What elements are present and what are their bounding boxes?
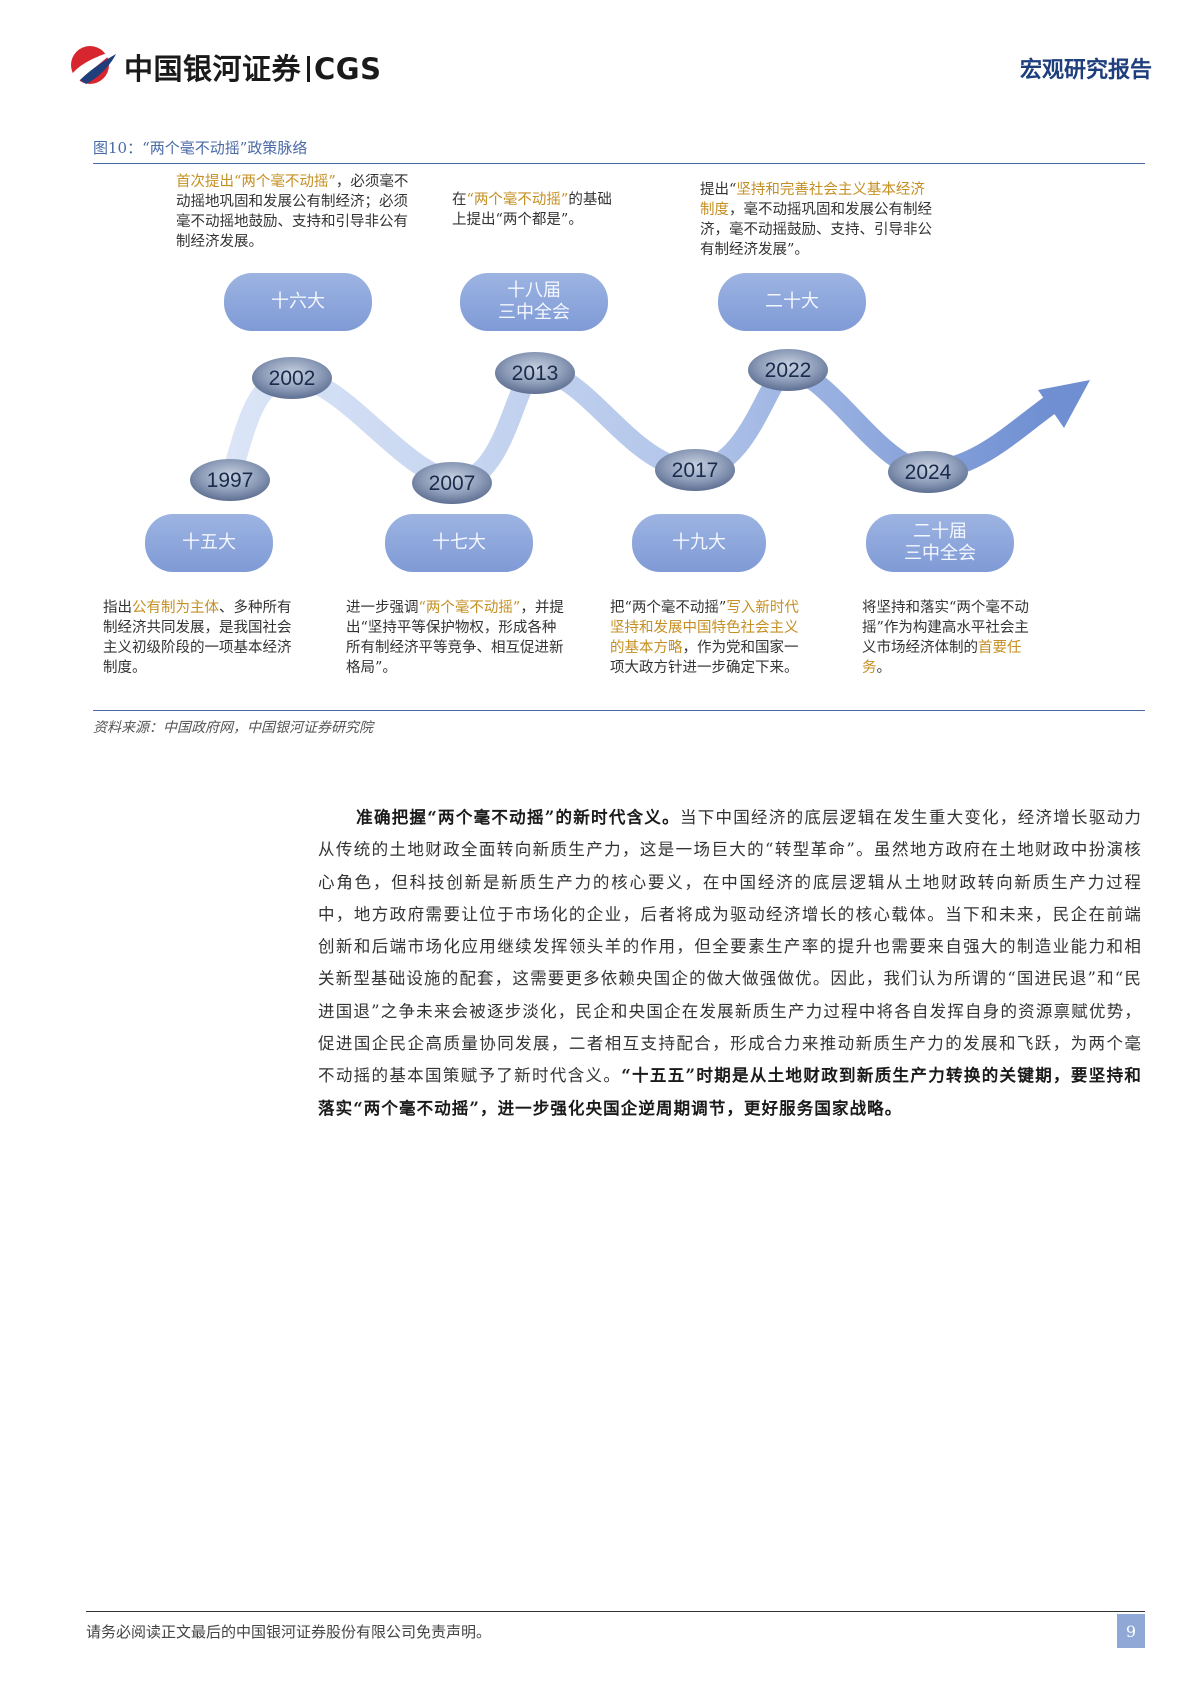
figure-bottom-rule: [93, 710, 1145, 711]
note-shiqida: 进一步强调“两个毫不动摇”，并提出“坚持平等保护物权，形成各种所有制经济平等竞争…: [346, 600, 564, 676]
note-shijiuda: 把“两个毫不动摇”写入新时代坚持和发展中国特色社会主义的基本方略，作为党和国家一…: [610, 600, 799, 676]
year-node-2022: 2022: [748, 349, 828, 391]
note-shibajie: 在“两个毫不动摇”的基础上提出“两个都是”。: [452, 192, 612, 228]
year-label-2007: 2007: [429, 472, 476, 495]
figure-source: 资料来源：中国政府网，中国银河证券研究院: [93, 720, 373, 736]
year-node-2007: 2007: [412, 462, 492, 504]
year-node-2002: 2002: [252, 357, 332, 399]
note-ershijie: 将坚持和落实“两个毫不动摇”作为构建高水平社会主义市场经济体制的首要任务。: [862, 600, 1029, 676]
year-label-2002: 2002: [269, 367, 316, 390]
year-node-2024: 2024: [888, 451, 968, 493]
note-shiwuda: 指出公有制为主体、多种所有制经济共同发展，是我国社会主义初级阶段的一项基本经济制…: [103, 600, 292, 676]
figure-title: 图10：“两个毫不动摇”政策脉络: [93, 139, 308, 157]
body-text: 当下中国经济的底层逻辑在发生重大变化，经济增长驱动力从传统的土地财政全面转向新质…: [318, 808, 1142, 1086]
logo-separator: [307, 56, 311, 82]
year-label-1997: 1997: [207, 469, 254, 492]
note-shiliuda: 首次提出“两个毫不动摇”，必须毫不动摇地巩固和发展公有制经济；必须毫不动摇地鼓励…: [176, 174, 409, 250]
body-paragraph: 准确把握“两个毫不动摇”的新时代含义。当下中国经济的底层逻辑在发生重大变化，经济…: [318, 802, 1142, 1125]
pill-ershida: 二十大: [718, 273, 866, 331]
body-lead: 准确把握“两个毫不动摇”的新时代含义。: [356, 808, 680, 827]
pill-shiwuda: 十五大: [145, 514, 273, 572]
trend-arrow-icon: [1038, 380, 1090, 428]
pill-shibajie-sanzhong: 十八届 三中全会: [460, 273, 608, 331]
footer-rule: [86, 1611, 1145, 1612]
year-node-2017: 2017: [655, 449, 735, 491]
year-label-2024: 2024: [905, 461, 952, 484]
report-type: 宏观研究报告: [1019, 57, 1152, 83]
company-name: 中国银河证券: [124, 52, 302, 86]
pill-ershijie-sanzhong: 二十届 三中全会: [866, 514, 1014, 572]
pill-shijiuda: 十九大: [632, 514, 766, 572]
year-node-2013: 2013: [495, 352, 575, 394]
pill-shiqida: 十七大: [385, 514, 533, 572]
year-label-2017: 2017: [672, 459, 719, 482]
figure-top-rule: [93, 163, 1145, 164]
body-conclusion: “十五五”时期是从土地财政到新质生产力转换的关键期，要坚持和落实“两个毫不动摇”…: [318, 1066, 1143, 1118]
note-ershida: 提出“坚持和完善社会主义基本经济制度，毫不动摇巩固和发展公有制经济，毫不动摇鼓励…: [700, 182, 932, 258]
pill-shiliuda: 十六大: [224, 273, 372, 331]
company-logo-text: 中国银河证券 CGS: [124, 46, 382, 88]
year-node-1997: 1997: [190, 459, 270, 501]
year-label-2013: 2013: [512, 362, 559, 385]
cgs-logo-icon: [71, 46, 116, 84]
year-label-2022: 2022: [765, 359, 812, 382]
company-name-en: CGS: [314, 52, 382, 86]
page-number: 9: [1117, 1614, 1145, 1648]
footer-disclaimer: 请务必阅读正文最后的中国银河证券股份有限公司免责声明。: [86, 1623, 492, 1641]
timeline-graphic: 1997 2002 2007 2013 2017 2022 2024: [190, 349, 1090, 504]
